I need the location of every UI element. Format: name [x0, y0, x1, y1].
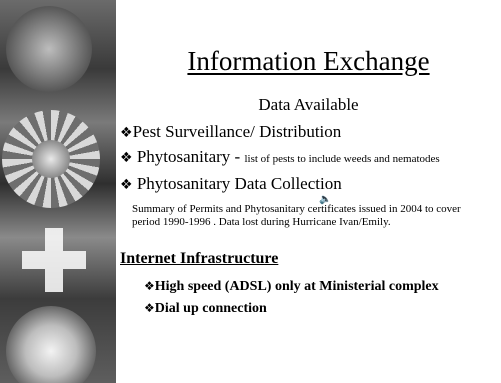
decorative-medals-image — [0, 0, 116, 383]
slide-subtitle: Data Available — [258, 95, 359, 114]
bullet-phytosanitary: ❖ Phytosanitary - list of pests to inclu… — [120, 147, 440, 167]
summary-paragraph: Summary of Permits and Phytosanitary cer… — [132, 203, 461, 228]
slide-content: Information Exchange Data Available ❖Pes… — [116, 0, 501, 383]
infra-item-adsl: ❖High speed (ADSL) only at Ministerial c… — [144, 279, 439, 295]
internet-infrastructure-heading: Internet Infrastructure — [120, 250, 279, 267]
bullet-diamond-icon: ❖ — [144, 279, 155, 293]
bullet-note: list of pests to include weeds and nemat… — [244, 153, 440, 165]
bullet-diamond-icon: ❖ — [144, 301, 155, 315]
cross-medal-icon — [22, 228, 86, 292]
bullet-pest-surveillance: ❖Pest Surveillance/ Distribution — [120, 122, 341, 142]
speaker-icon[interactable]: 🔈 — [319, 194, 332, 205]
infra-item-dialup: ❖Dial up connection — [144, 301, 267, 317]
slide-title: Information Exchange — [187, 46, 430, 76]
infra-item-text: Dial up connection — [154, 301, 267, 316]
compass-icon — [6, 306, 96, 383]
bullet-diamond-icon: ❖ — [120, 150, 133, 166]
bullet-diamond-icon: ❖ — [120, 177, 133, 193]
bullet-phytosanitary-data-collection: ❖ Phytosanitary Data Collection — [120, 174, 342, 194]
bullet-text: Phytosanitary - — [132, 147, 245, 166]
bullet-text: Pest Surveillance/ Distribution — [132, 122, 342, 141]
bullet-text: Phytosanitary Data Collection — [132, 174, 342, 193]
rosette-center-icon — [32, 140, 70, 178]
infra-item-text: High speed (ADSL) only at Ministerial co… — [154, 279, 439, 294]
bullet-diamond-icon: ❖ — [120, 125, 133, 141]
medal-icon — [6, 6, 92, 92]
